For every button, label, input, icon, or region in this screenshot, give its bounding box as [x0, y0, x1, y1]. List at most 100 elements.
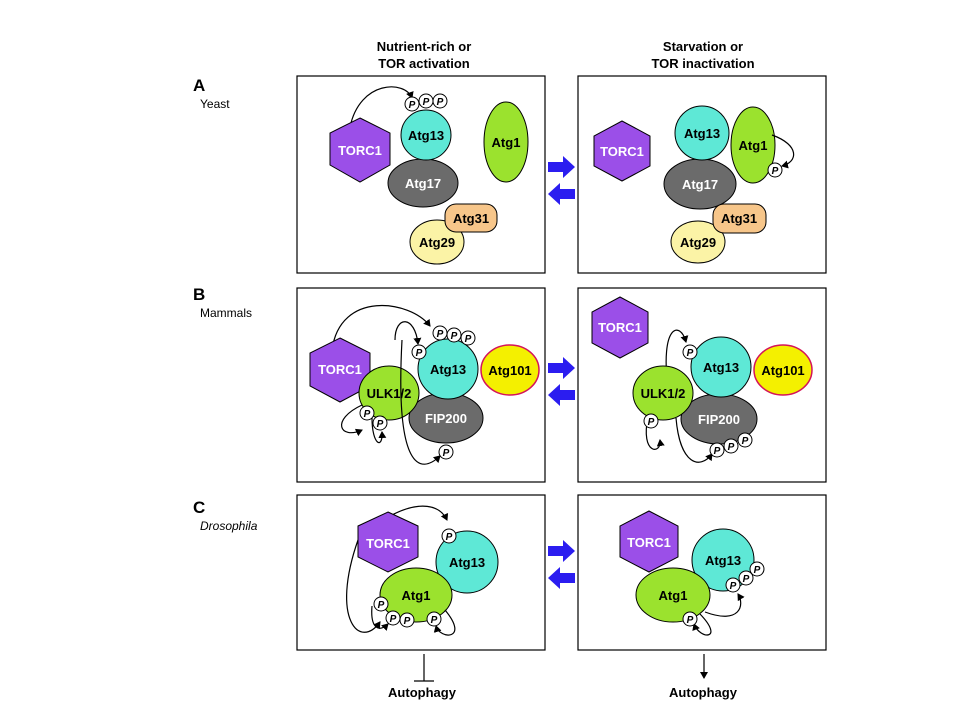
torc1-label: TORC1 — [318, 362, 362, 377]
atg101-ellipse — [753, 344, 813, 396]
ulk-label: ULK1/2 — [641, 386, 686, 401]
phospho-site — [372, 415, 388, 431]
autophagy-label-right: Autophagy — [669, 685, 738, 700]
panel-c-right-content: TORC1 Atg13 Atg1 P P P P — [619, 510, 765, 636]
phospho-label: P — [443, 448, 450, 459]
forward-arrow — [548, 357, 575, 379]
atg101-label: Atg101 — [761, 363, 804, 378]
panel-b-right-content: TORC1 FIP200 Atg13 Atg101 ULK1/2 P P P P… — [591, 296, 813, 463]
phospho-site — [682, 611, 698, 627]
torc1-to-atg1-arrow — [346, 539, 381, 633]
atg13-circle — [674, 105, 730, 161]
panel-b-letter: B — [193, 285, 205, 304]
atg101-ellipse — [480, 344, 540, 396]
panel-c-letter: C — [193, 498, 205, 517]
ulk-ellipse — [632, 365, 694, 421]
phospho-site — [438, 444, 454, 460]
forward-arrow — [548, 540, 575, 562]
phospho-label: P — [742, 436, 749, 447]
atg1-label: Atg1 — [659, 588, 688, 603]
autophagy-label-left: Autophagy — [388, 685, 457, 700]
atg13-label: Atg13 — [430, 362, 466, 377]
torc1-label: TORC1 — [600, 144, 644, 159]
phospho-group: P P P P P — [373, 528, 457, 628]
header-left-line1: Nutrient-rich or — [377, 39, 472, 54]
phospho-label: P — [364, 409, 371, 420]
atg1-ellipse — [483, 101, 529, 183]
panel-a-letter: A — [193, 76, 205, 95]
phospho-group: P P P P P — [643, 344, 753, 458]
atg13-circle — [690, 336, 752, 398]
panel-a-left-box — [296, 75, 546, 274]
transition-arrows-a — [548, 156, 575, 205]
panel-a-right-box — [577, 75, 827, 274]
phospho-label: P — [431, 615, 438, 626]
torc1-to-atg13-arrow — [331, 304, 431, 351]
phospho-label: P — [714, 446, 721, 457]
phospho-label: P — [465, 334, 472, 345]
outcome-right: Autophagy — [669, 654, 738, 700]
ulk-autophospho-arrow-1 — [341, 404, 363, 437]
atg1-to-atg13-arrow — [704, 593, 745, 617]
phospho-group: P P P P P P P — [359, 325, 476, 460]
phospho-site — [446, 327, 462, 343]
torc1-hexagon — [329, 117, 391, 183]
transition-arrows-c — [548, 540, 575, 589]
atg13-label: Atg13 — [408, 128, 444, 143]
panel-a-right-content: TORC1 Atg17 Atg13 Atg1 Atg29 Atg31 P — [593, 105, 795, 264]
reverse-arrow — [548, 183, 575, 205]
phospho-label: P — [404, 616, 411, 627]
fip200-label: FIP200 — [698, 412, 740, 427]
header-right-line2: TOR inactivation — [651, 56, 754, 71]
panel-c-organism: Drosophila — [200, 519, 258, 533]
phospho-label: P — [743, 574, 750, 585]
phospho-label: P — [687, 615, 694, 626]
phospho-label: P — [390, 614, 397, 625]
phospho-label: P — [451, 331, 458, 342]
phospho-label: P — [437, 329, 444, 340]
ulk-label: ULK1/2 — [367, 386, 412, 401]
phospho-site — [373, 596, 389, 612]
atg13-label: Atg13 — [705, 553, 741, 568]
phospho-site — [749, 561, 765, 577]
transition-arrows-b — [548, 357, 575, 406]
phospho-label: P — [730, 581, 737, 592]
phospho-site — [411, 344, 427, 360]
torc1-to-atg13-arrow — [389, 505, 449, 521]
atg29-label: Atg29 — [419, 235, 455, 250]
phospho-group: P P P P — [682, 561, 765, 627]
phospho-label: P — [687, 348, 694, 359]
phospho-site — [682, 344, 698, 360]
atg13-label: Atg13 — [449, 555, 485, 570]
phospho-arrow — [349, 86, 414, 128]
phospho-label: P — [409, 100, 416, 111]
phospho-site — [725, 577, 741, 593]
phospho-label: P — [772, 166, 779, 177]
panel-c-left-content: TORC1 Atg13 Atg1 P P P P P — [346, 505, 499, 636]
torc1-hexagon — [591, 296, 649, 359]
atg1-label: Atg1 — [492, 135, 521, 150]
atg31-label: Atg31 — [453, 211, 489, 226]
phospho-label: P — [416, 348, 423, 359]
panel-b-organism: Mammals — [200, 306, 252, 320]
phospho-label: P — [648, 417, 655, 428]
torc1-hexagon — [619, 510, 679, 573]
atg13-circle — [435, 530, 499, 594]
atg29-label: Atg29 — [680, 235, 716, 250]
atg1-autophospho-arrow — [692, 613, 712, 636]
panel-c-left-box — [296, 494, 546, 651]
phospho-site — [404, 96, 420, 112]
atg13-label: Atg13 — [684, 126, 720, 141]
torc1-label: TORC1 — [366, 536, 410, 551]
phospho-site — [460, 330, 476, 346]
phospho-site — [426, 611, 442, 627]
phospho-label: P — [423, 97, 430, 108]
phospho-site — [399, 612, 415, 628]
ulk-autophospho-arrow-2 — [371, 417, 387, 444]
phospho-site — [738, 570, 754, 586]
phospho-site — [709, 442, 725, 458]
reverse-arrow — [548, 384, 575, 406]
atg1-label: Atg1 — [402, 588, 431, 603]
phospho-site — [737, 432, 753, 448]
